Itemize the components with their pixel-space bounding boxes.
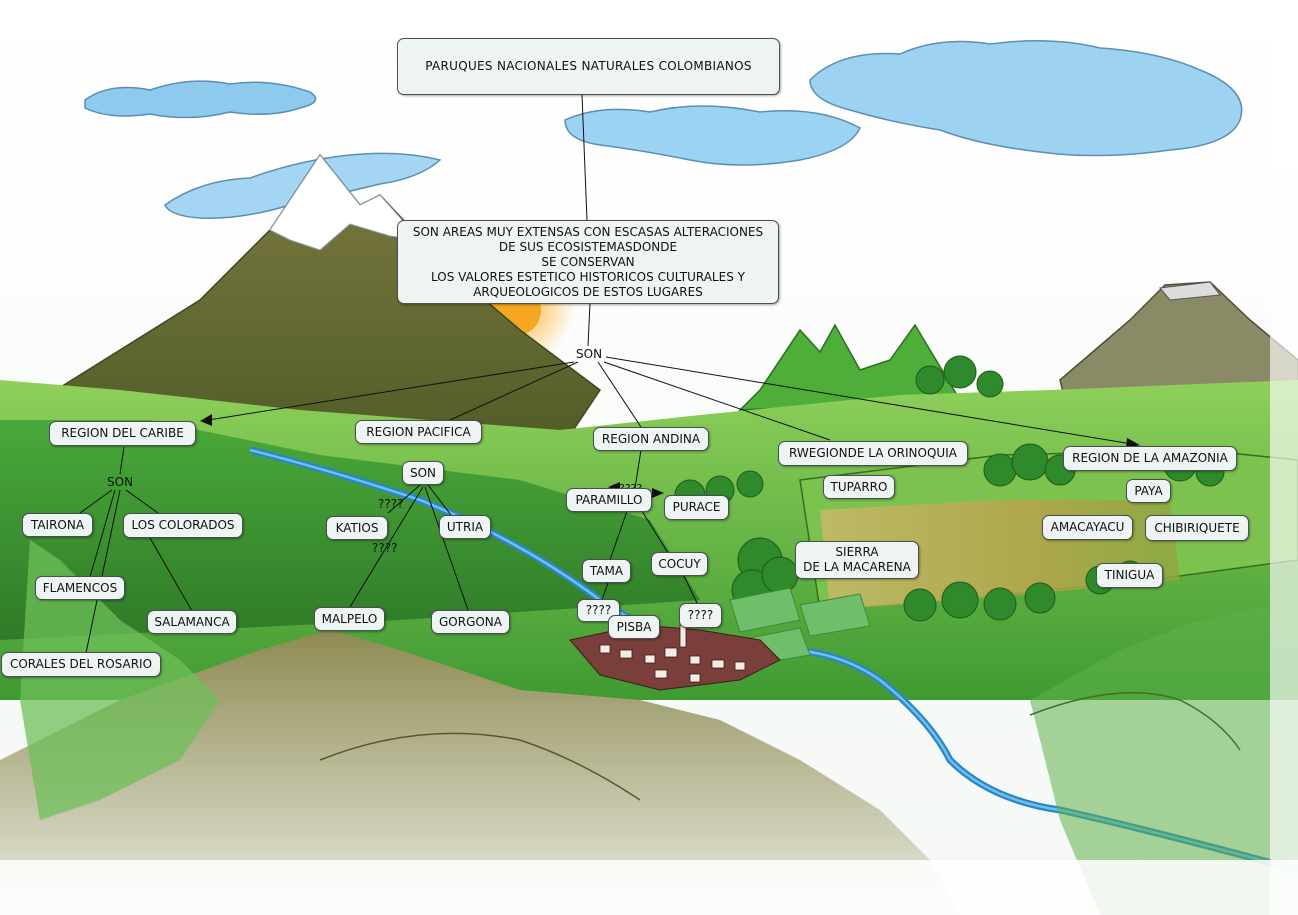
park-pisba[interactable]: PISBA xyxy=(608,615,660,639)
town-illustration xyxy=(569,624,781,691)
park-tairona[interactable]: TAIRONA xyxy=(22,513,93,537)
park-chibiriquete[interactable]: CHIBIRIQUETE xyxy=(1145,515,1249,541)
park-tama[interactable]: TAMA xyxy=(582,559,631,583)
title-node[interactable]: PARUQUES NACIONALES NATURALES COLOMBIANO… xyxy=(397,38,780,95)
region-andina[interactable]: REGION ANDINA xyxy=(593,427,709,451)
connector-label-son-caribe: SON xyxy=(107,475,134,489)
connector-node-son-pacifica[interactable]: SON xyxy=(402,461,444,485)
park-unknown-andina-2[interactable]: ???? xyxy=(679,603,722,628)
park-corales-del-rosario[interactable]: CORALES DEL ROSARIO xyxy=(1,652,161,677)
definition-node[interactable]: SON AREAS MUY EXTENSAS CON ESCASAS ALTER… xyxy=(397,220,779,304)
park-katios[interactable]: KATIOS xyxy=(326,516,388,540)
connector-lines xyxy=(79,94,1139,654)
park-sierra-de-la-macarena[interactable]: SIERRA DE LA MACARENA xyxy=(795,541,919,579)
region-amazonia[interactable]: REGION DE LA AMAZONIA xyxy=(1063,446,1237,471)
park-unknown-andina-1[interactable]: ???? xyxy=(577,599,620,622)
park-tinigua[interactable]: TINIGUA xyxy=(1096,563,1163,588)
park-amacayacu[interactable]: AMACAYACU xyxy=(1042,515,1133,540)
park-utria[interactable]: UTRIA xyxy=(439,515,491,539)
park-paramillo[interactable]: PARAMILLO xyxy=(566,488,652,512)
region-pacifica[interactable]: REGION PACIFICA xyxy=(355,420,482,444)
unknown-link-label: ???? xyxy=(378,497,404,511)
region-caribe[interactable]: REGION DEL CARIBE xyxy=(49,421,196,446)
park-los-colorados[interactable]: LOS COLORADOS xyxy=(123,513,243,538)
unknown-link-label: ???? xyxy=(372,541,398,555)
park-flamencos[interactable]: FLAMENCOS xyxy=(35,576,125,600)
park-purace[interactable]: PURACE xyxy=(664,495,729,520)
park-paya[interactable]: PAYA xyxy=(1126,479,1171,503)
park-salamanca[interactable]: SALAMANCA xyxy=(147,610,237,634)
connector-label-son-main: SON xyxy=(576,347,603,361)
park-cocuy[interactable]: COCUY xyxy=(651,552,708,576)
region-orinoquia[interactable]: RWEGIONDE LA ORINOQUIA xyxy=(778,441,968,466)
park-tuparro[interactable]: TUPARRO xyxy=(823,475,895,499)
park-malpelo[interactable]: MALPELO xyxy=(314,607,385,631)
park-gorgona[interactable]: GORGONA xyxy=(431,610,510,634)
